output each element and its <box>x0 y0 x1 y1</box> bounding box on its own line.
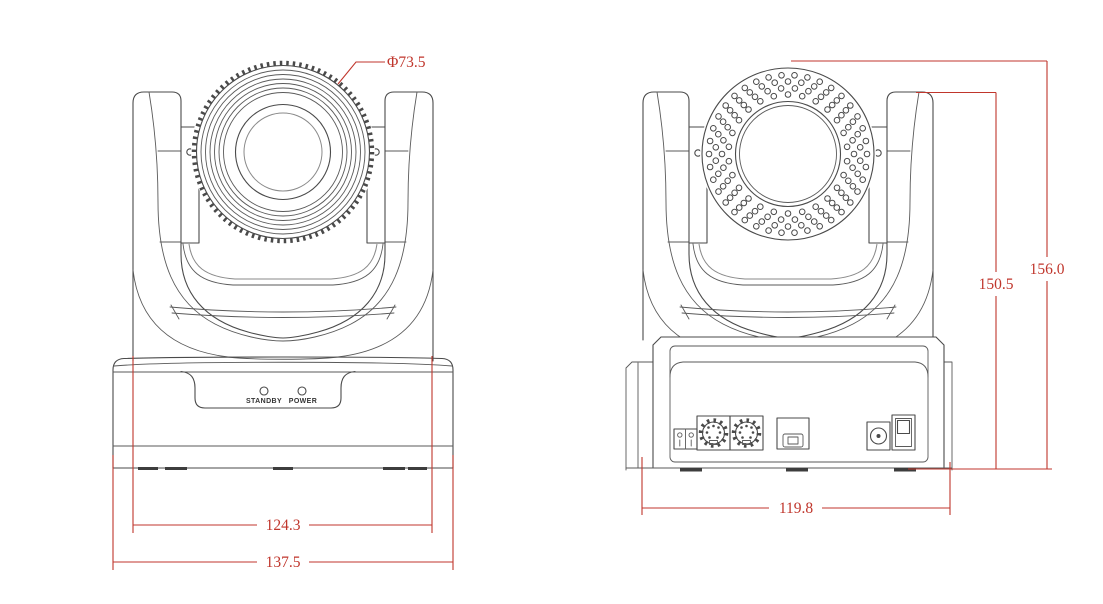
rear-right-flange <box>943 361 953 471</box>
dim-rear-base-width: 119.8 <box>641 457 951 517</box>
rear-left-flange <box>625 361 654 471</box>
rear-left-arm-outline <box>642 91 690 341</box>
rear-head-opening <box>739 105 837 203</box>
rear-foot-left <box>680 468 702 472</box>
dim-overall-height: 156.0 <box>791 60 1065 470</box>
rear-head-outline <box>701 67 875 241</box>
dim-yoke-width: 124.3 <box>132 356 433 534</box>
power-label: POWER <box>289 398 317 405</box>
dc-power-jack <box>866 421 891 451</box>
dim-body-height: 150.5 <box>916 91 1014 469</box>
front-cradle <box>182 243 384 286</box>
usb-port <box>776 417 810 450</box>
rs232-in-port <box>696 415 731 451</box>
front-neck-band <box>169 306 397 318</box>
speaker-holes <box>705 72 871 236</box>
front-base: STANDBY POWER <box>112 356 454 470</box>
power-led <box>297 386 307 396</box>
rear-head <box>700 66 876 242</box>
front-view: STANDBY POWER Φ73.5 124.3 137.5 <box>112 54 454 571</box>
rear-neck-band <box>679 306 897 318</box>
rear-base <box>625 336 953 472</box>
dim-lens-diameter-label: Φ73.5 <box>387 54 426 71</box>
dim-yoke-width-label: 124.3 <box>266 517 301 534</box>
rear-foot-right <box>894 468 916 472</box>
dim-front-base-width-label: 137.5 <box>266 554 301 571</box>
dim-lens-diameter: Φ73.5 <box>337 54 426 85</box>
lens-front-element <box>234 103 332 201</box>
standby-label: STANDBY <box>246 398 282 405</box>
lens-knurled-ring <box>191 60 375 244</box>
rear-right-arm-outline <box>886 91 934 341</box>
dim-rear-base-width-label: 119.8 <box>779 500 814 517</box>
dim-body-height-label: 150.5 <box>979 276 1014 293</box>
front-left-arm-outline <box>132 91 182 362</box>
front-right-arm-outline <box>384 91 434 362</box>
rear-recessed-panel <box>669 345 929 463</box>
front-lens-assembly <box>191 60 375 244</box>
leader-line <box>337 61 385 85</box>
front-yoke <box>132 91 434 362</box>
led-panel <box>180 370 356 409</box>
dim-front-base-width: 137.5 <box>112 455 454 571</box>
power-switch <box>891 414 916 451</box>
dim-overall-height-label: 156.0 <box>1030 261 1065 278</box>
rear-view: 119.8 150.5 156.0 <box>625 60 1065 517</box>
rs232-out-port <box>729 415 764 451</box>
standby-led <box>259 386 269 396</box>
rear-cradle <box>692 243 884 286</box>
rear-foot-center <box>786 468 808 472</box>
